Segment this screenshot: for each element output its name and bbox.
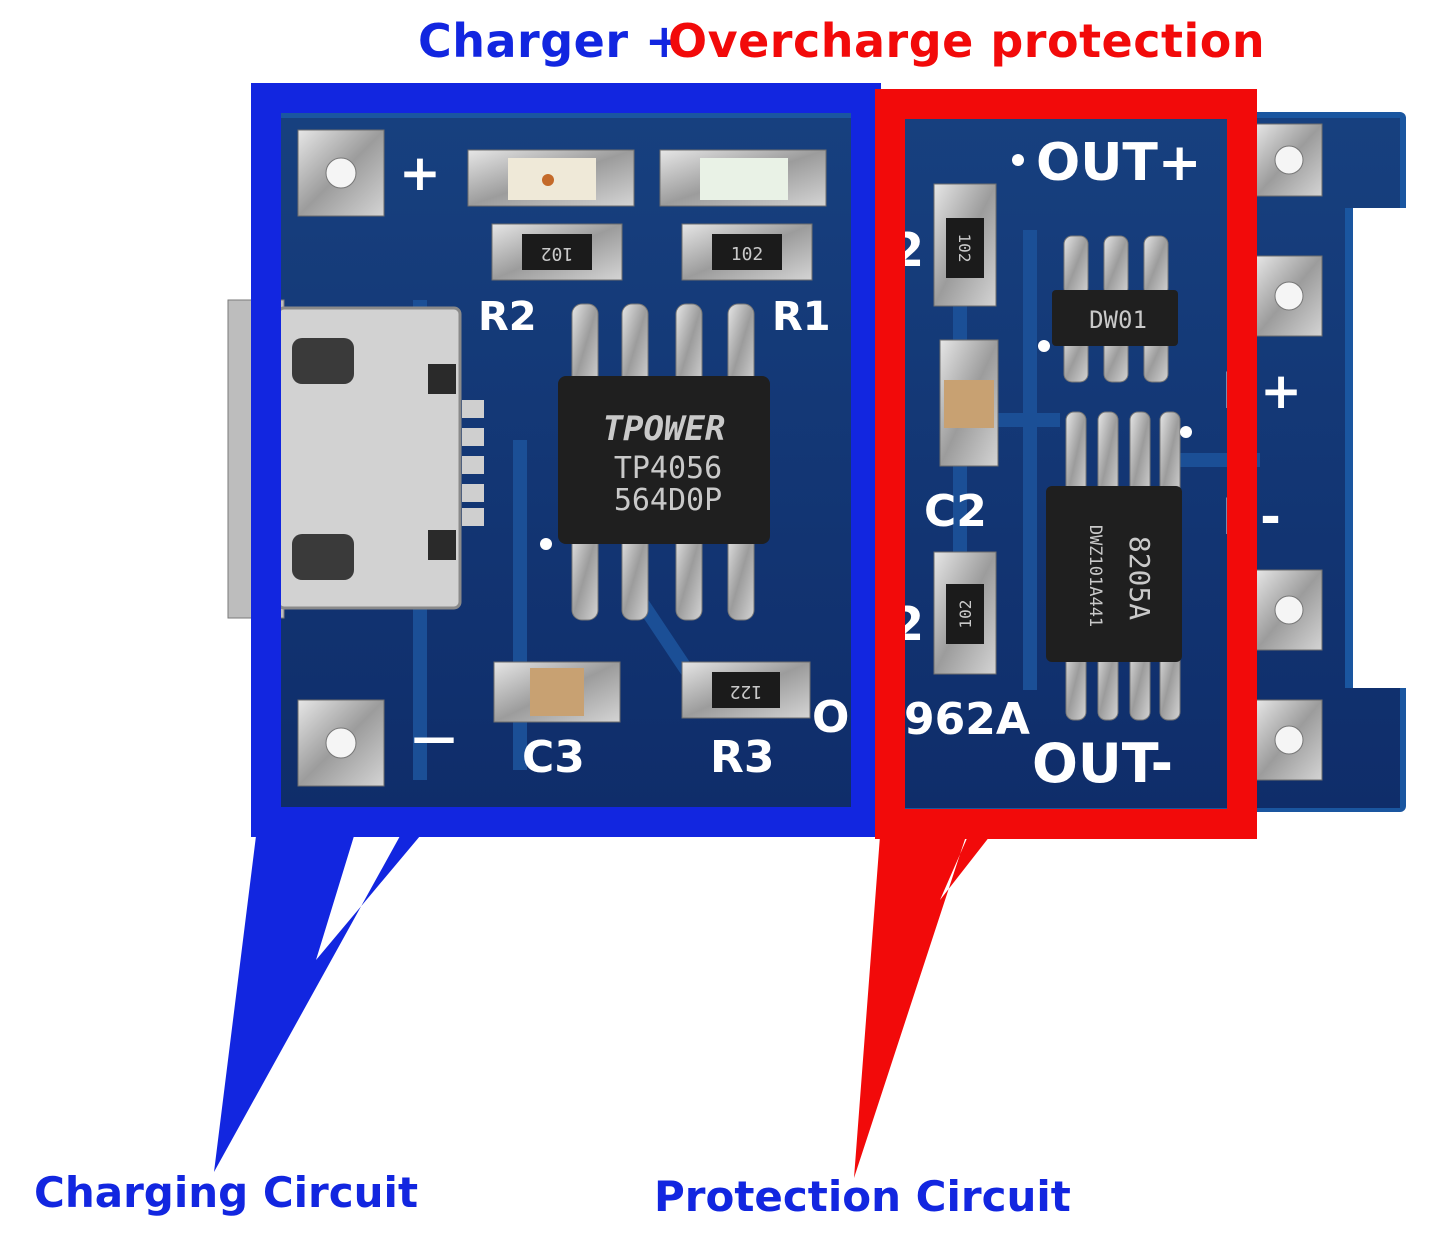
chip-8205a: 8205A DWZ101A441 (1046, 411, 1182, 721)
silk-minus: — (412, 712, 456, 763)
title-overcharge-protection: Overcharge protection (668, 14, 1266, 68)
resistor-protection-top: 102 (933, 183, 997, 307)
silk-stray-o: O (812, 692, 849, 743)
pcb-silk-dots (540, 154, 1192, 550)
resistor-r1-code: 102 (731, 244, 764, 265)
pad-b-plus (1255, 255, 1323, 337)
pad-plus-left (297, 129, 385, 217)
led-red (467, 149, 635, 207)
pad-out-minus (1255, 699, 1323, 781)
pad-minus-left (297, 699, 385, 787)
chip-8205a-model: 8205A (1123, 536, 1156, 620)
caption-protection-circuit: Protection Circuit (654, 1172, 1071, 1221)
silk-out-minus: OUT- (1032, 732, 1173, 795)
resistor-protection-bottom: 102 (933, 551, 997, 675)
chip-8205a-code: DWZ101A441 (1085, 525, 1105, 627)
resistor-r3: 122 (681, 661, 811, 719)
silk-r2: R2 (478, 294, 537, 340)
silk-out-plus: OUT+ (1036, 133, 1201, 193)
silk-c3: C3 (522, 732, 585, 783)
resistor-r2-code: 102 (541, 243, 574, 264)
resistor-protection-top-code: 102 (955, 234, 974, 263)
chip-tp4056: TPOWER TP4056 564D0P (558, 303, 770, 621)
chip-dw01: DW01 (1052, 235, 1178, 383)
charging-circuit-box (251, 83, 881, 837)
capacitor-c3 (493, 661, 621, 723)
caption-charging-circuit: Charging Circuit (34, 1168, 419, 1217)
pcb-notch-edge (1345, 208, 1353, 688)
silk-plus: + (399, 144, 441, 202)
silk-r1: R1 (772, 294, 831, 340)
led-green (659, 149, 827, 207)
capacitor-c2 (939, 339, 999, 467)
charging-callout-pointer (214, 836, 420, 1172)
protection-circuit-box (875, 89, 1257, 839)
resistor-r1: 102 (681, 223, 813, 281)
silk-board-code: 962A (904, 694, 1030, 745)
pcb-notch (1345, 208, 1415, 688)
pad-b-minus (1255, 569, 1323, 651)
silk-r3: R3 (710, 732, 775, 783)
chip-tp4056-code: 564D0P (614, 483, 722, 518)
chip-tp4056-brand: TPOWER (603, 409, 726, 449)
resistor-r2: 102 (491, 223, 623, 281)
protection-callout-pointer (854, 836, 990, 1178)
silk-c2: C2 (924, 486, 987, 537)
chip-dw01-label: DW01 (1089, 306, 1147, 334)
chip-tp4056-model: TP4056 (614, 451, 722, 486)
pad-out-plus (1255, 123, 1323, 197)
title-charger: Charger + (418, 14, 685, 68)
resistor-r3-code: 122 (730, 681, 763, 702)
resistor-protection-bottom-code: 102 (956, 600, 975, 629)
